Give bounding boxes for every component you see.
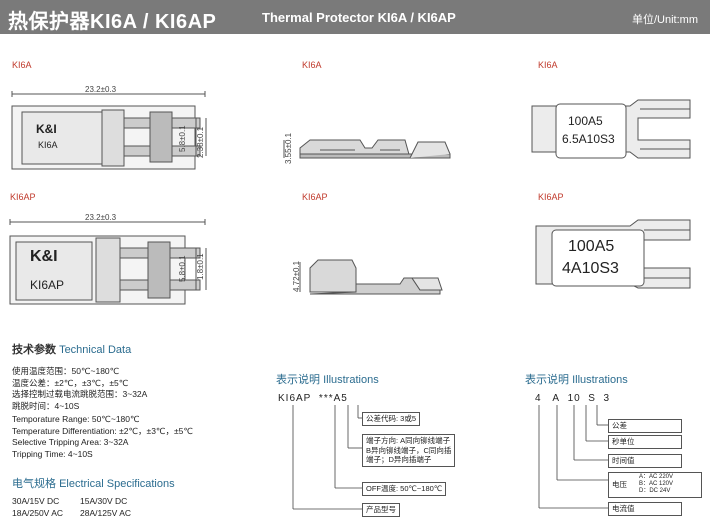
tech-en-line: Selective Tripping Area: 3~32A <box>12 437 129 447</box>
ki6ap-side-height-dim: 4.72±0.1 <box>292 260 301 292</box>
view-label-ki6ap-top: KI6AP <box>10 192 36 202</box>
tech-cn-list: 使用温度范围：50℃~180℃ 温度公差：±2℃，±3℃，±5℃ 选择控制过载电… <box>12 366 147 412</box>
illus2-code-part: S <box>588 393 596 404</box>
illus1-code: KI6AP ***A5 <box>278 393 348 404</box>
tech-cn-line: 选择控制过载电流跳脱范围：3~32A <box>12 389 148 399</box>
ki6a-side-view <box>283 139 451 159</box>
illus2-box-time: 时间值 <box>608 454 682 468</box>
electrical-heading-en: Electrical Specifications <box>59 478 175 490</box>
ki6ap-model-mark: KI6AP <box>30 278 65 292</box>
illus2-code-part: 4 <box>535 393 542 404</box>
tech-cn-line: 温度公差：±2℃，±3℃，±5℃ <box>12 377 129 388</box>
illus2-box-tolerance: 公差 <box>608 419 682 433</box>
illus2-code: 4 A 10 S 3 <box>535 393 610 404</box>
view-label-ki6ap-side: KI6AP <box>302 192 328 202</box>
illus2-box-second-unit: 秒单位 <box>608 435 682 449</box>
ki6a-height-dim: 2.38±0.1 <box>196 126 205 158</box>
electrical-value: 15A/30V DC <box>80 496 128 506</box>
ki6ap-face-view <box>535 219 691 289</box>
ki6ap-face-mark-1: 100A5 <box>568 238 615 255</box>
view-label-ki6a-side: KI6A <box>302 60 322 70</box>
tech-cn-line: 跳脱时间：4~10S <box>12 400 80 411</box>
ki6ap-length-dim: 23.2±0.3 <box>85 213 117 222</box>
ki6a-face-mark-1: 100A5 <box>568 114 603 128</box>
illus1-box-off-temp: OFF温度: 50℃~180℃ <box>362 482 447 496</box>
ki6a-width-dim: 5.8±0.1 <box>178 125 187 152</box>
illus2-code-part: A <box>552 393 561 404</box>
illus2-voltage-option: A：AC 220V <box>639 474 674 480</box>
ki6a-side-height-dim: 3.55±0.1 <box>284 132 293 164</box>
illus1-code-prefix: KI6AP <box>278 393 312 404</box>
illus1-code-suffix: ***A5 <box>318 393 348 404</box>
illus2-connectors <box>538 405 608 509</box>
illus1-box-terminal: 端子方向: A同向铆线端子 B异向铆线端子，C同向插 端子；D异向插端子 <box>362 434 456 467</box>
illus2-heading-cn: 表示说明 <box>525 374 569 386</box>
tech-en-line: Temperature Differentiation: ±2℃，±3℃，±5℃ <box>12 425 193 436</box>
electrical-value: 18A/250V AC <box>12 507 64 518</box>
illus1-heading-en: Illustrations <box>323 374 379 386</box>
illus2-voltage-option: B：AC 120V <box>639 481 674 487</box>
view-label-ki6ap-face: KI6AP <box>538 192 564 202</box>
electrical-heading: 电气规格 Electrical Specifications <box>12 475 175 491</box>
ki6ap-top-view <box>9 219 207 305</box>
tech-heading: 技术参数 Technical Data <box>12 341 131 357</box>
tech-en-line: Tripping Time: 4~10S <box>12 448 93 459</box>
illus1-heading: 表示说明 Illustrations <box>276 371 379 387</box>
ki6ap-height-dim: 1.8±0.1 <box>196 253 205 280</box>
unit-label: 单位/Unit:mm <box>632 14 698 26</box>
electrical-value: 30A/15V DC <box>12 496 60 506</box>
electrical-col-1: 30A/15V DC 18A/250V AC <box>12 496 63 519</box>
tech-en-list: Temporature Range: 50℃~180℃ Temperature … <box>12 414 193 460</box>
tech-en-line: Temporature Range: 50℃~180℃ <box>12 414 140 424</box>
page-subtitle: Thermal Protector KI6A / KI6AP <box>262 10 456 25</box>
illus2-voltage-options: A：AC 220V B：AC 120V D：DC 24V <box>639 474 673 495</box>
illus1-box-model: 产品型号 <box>362 503 400 517</box>
illus1-connectors <box>292 405 362 510</box>
ki6ap-width-dim: 5.8±0.1 <box>178 255 187 282</box>
illus2-heading: 表示说明 Illustrations <box>525 371 628 387</box>
ki6ap-face-mark-2: 4A10S3 <box>562 260 619 277</box>
illus1-box-temp-code: 公差代码: 3或5 <box>362 412 421 426</box>
ki6a-length-dim: 23.2±0.3 <box>85 85 117 94</box>
illus2-voltage-label: 电压 <box>612 480 627 489</box>
ki6a-brand-mark: K&I <box>36 122 57 136</box>
illus2-code-part: 3 <box>603 393 611 404</box>
illus2-voltage-option: D：DC 24V <box>639 488 671 494</box>
ki6a-top-view <box>11 91 207 170</box>
header-bar: 热保护器KI6A / KI6AP Thermal Protector KI6A … <box>0 0 710 34</box>
tech-heading-cn: 技术参数 <box>12 344 56 356</box>
illus2-box-voltage: 电压 A：AC 220V B：AC 120V D：DC 24V <box>608 472 702 498</box>
tech-cn-line: 使用温度范围：50℃~180℃ <box>12 366 120 376</box>
illus2-box-current: 电流值 <box>608 502 682 516</box>
illus1-terminal-line: 端子；D异向插端子 <box>366 455 432 464</box>
illus1-terminal-line: 端子方向: A同向铆线端子 <box>366 436 451 445</box>
electrical-heading-cn: 电气规格 <box>12 478 56 490</box>
ki6ap-side-view <box>299 259 443 295</box>
ki6a-face-mark-2: 6.5A10S3 <box>562 132 615 146</box>
illus1-heading-cn: 表示说明 <box>276 374 320 386</box>
view-label-ki6a-top: KI6A <box>12 60 32 70</box>
ki6a-face-view <box>531 99 691 159</box>
electrical-col-2: 15A/30V DC 28A/125V AC <box>80 496 131 519</box>
ki6a-model-mark: KI6A <box>38 140 58 150</box>
illus2-heading-en: Illustrations <box>572 374 628 386</box>
illus2-code-part: 10 <box>567 393 581 404</box>
view-label-ki6a-face: KI6A <box>538 60 558 70</box>
ki6ap-brand-mark: K&I <box>30 248 58 265</box>
electrical-value: 28A/125V AC <box>80 507 132 518</box>
tech-heading-en: Technical Data <box>59 344 132 356</box>
page-title: 热保护器KI6A / KI6AP <box>8 11 217 33</box>
illus1-terminal-line: B异向铆线端子，C同向插 <box>366 445 452 455</box>
